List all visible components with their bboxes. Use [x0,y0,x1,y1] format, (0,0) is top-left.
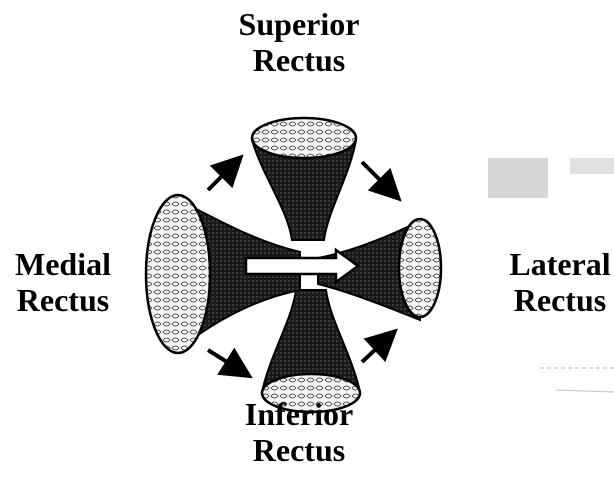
superior-rectus-label: Superior Rectus [214,6,384,78]
inferior-rectus-label-line1: Inferior [214,396,384,432]
inferior-rectus-muscle [262,290,360,412]
inferior-rectus-label: Inferior Rectus [214,396,384,468]
medial-rectus-label: Medial Rectus [4,246,122,318]
superior-rectus-label-line1: Superior [214,6,384,42]
lateral-rectus-cross-section [399,219,441,317]
inferior-rectus-label-line2: Rectus [214,432,384,468]
superior-rectus-label-line2: Rectus [214,42,384,78]
arrow-medial-to-superior [208,160,238,190]
superior-rectus-muscle [252,118,356,240]
superior-rectus-cross-section [252,118,356,158]
medial-rectus-cross-section [146,195,210,353]
medial-rectus-label-line2: Rectus [4,282,122,318]
arrow-superior-to-lateral [362,162,396,196]
lateral-rectus-label-line1: Lateral [490,246,614,282]
medial-rectus-label-line1: Medial [4,246,122,282]
lateral-rectus-label-line2: Rectus [490,282,614,318]
arrow-inferior-to-lateral [362,334,392,362]
lateral-rectus-label: Lateral Rectus [490,246,614,318]
arrow-medial-to-inferior [208,350,246,374]
